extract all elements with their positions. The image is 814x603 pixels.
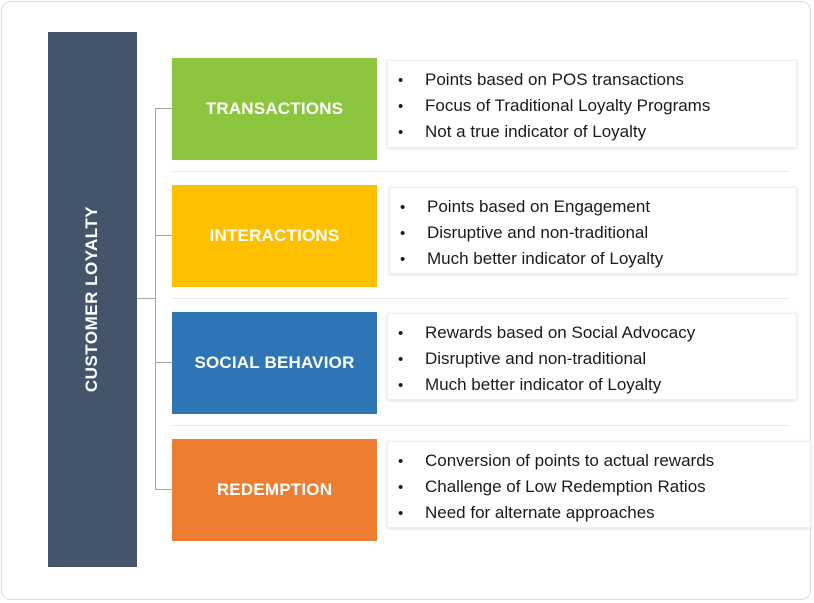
bullet-icon: • (398, 72, 404, 89)
spine-stub-connector (137, 298, 155, 299)
list-item: • Points based on Engagement (400, 194, 786, 220)
category-label-transactions: TRANSACTIONS (205, 99, 344, 118)
category-box-transactions: TRANSACTIONS (172, 58, 377, 160)
branch-connector-redemption (155, 489, 172, 490)
bullet-icon: • (398, 453, 404, 470)
description-box-social-behavior: • Rewards based on Social Advocacy • Disru… (387, 313, 797, 400)
bullet-list-redemption: •Conversion of points to actual rewards … (398, 448, 800, 526)
list-item: • Much better indicator of Loyalty (400, 246, 786, 272)
bullet-text: Points based on POS transactions (425, 70, 684, 89)
list-item: • Conversion of points to actual rewards (398, 448, 800, 474)
bullet-text: Disruptive and non-traditional (425, 349, 647, 368)
bullet-list-interactions: • Points based on Engagement • Disruptive … (400, 194, 786, 272)
list-item: • Focus of Traditional Loyalty Programs (398, 93, 786, 119)
list-item: • Not a true indicator of Loyalty (398, 119, 786, 145)
bullet-text: Much better indicator of Loyalty (425, 375, 662, 394)
bullet-icon: • (398, 325, 404, 342)
customer-loyalty-spine (48, 32, 137, 567)
bullet-text: Focus of Traditional Loyalty Programs (425, 96, 711, 115)
bullet-text: Points based on Engagement (427, 197, 651, 216)
bullet-icon: • (398, 351, 404, 368)
bullet-list-transactions: • Points based on POS transactions • Focus… (398, 67, 786, 145)
bullet-text: Much better indicator of Loyalty (427, 249, 664, 268)
bullet-text: Need for alternate approaches (425, 503, 655, 522)
list-item: • Disruptive and non-traditional (398, 346, 786, 372)
bullet-text: Challenge of Low Redemption Ratios (425, 477, 706, 496)
bullet-icon: • (398, 124, 404, 141)
branch-connector-interactions (155, 235, 172, 236)
category-box-interactions: INTERACTIONS (172, 185, 377, 287)
bullet-list-social-behavior: • Rewards based on Social Advocacy • Disru… (398, 320, 786, 398)
category-label-redemption: REDEMPTION (216, 480, 333, 499)
customer-loyalty-label: CUSTOMER LOYALTY (82, 205, 101, 393)
list-item: • Much better indicator of Loyalty (398, 372, 786, 398)
bullet-icon: • (398, 98, 404, 115)
description-box-redemption: •Conversion of points to actual rewards … (387, 441, 811, 528)
bullet-icon: • (400, 251, 406, 268)
description-box-transactions: • Points based on POS transactions • Focus… (387, 60, 797, 148)
list-item: • Rewards based on Social Advocacy (398, 320, 786, 346)
bullet-icon: • (398, 377, 404, 394)
bullet-icon: • (398, 505, 404, 522)
list-item: • Need for alternate approaches (398, 500, 800, 526)
bullet-text: Rewards based on Social Advocacy (425, 323, 696, 342)
vertical-connector (155, 108, 156, 490)
category-label-social-behavior: SOCIAL BEHAVIOR (194, 353, 355, 372)
description-box-interactions: • Points based on Engagement • Disruptive … (389, 187, 797, 274)
bullet-text: Conversion of points to actual rewards (425, 451, 715, 470)
row-separator (172, 171, 790, 172)
list-item: • Points based on POS transactions (398, 67, 786, 93)
list-item: • Challenge of Low Redemption Ratios (398, 474, 800, 500)
bullet-text: Not a true indicator of Loyalty (425, 122, 647, 141)
category-label-interactions: INTERACTIONS (209, 226, 340, 245)
row-separator (172, 298, 790, 299)
bullet-text: Disruptive and non-traditional (427, 223, 649, 242)
bullet-icon: • (400, 225, 406, 242)
category-box-redemption: REDEMPTION (172, 439, 377, 541)
bullet-icon: • (398, 479, 404, 496)
row-separator (172, 425, 790, 426)
list-item: • Disruptive and non-traditional (400, 220, 786, 246)
bullet-icon: • (400, 199, 406, 216)
category-box-social-behavior: SOCIAL BEHAVIOR (172, 312, 377, 414)
branch-connector-social-behavior (155, 362, 172, 363)
branch-connector-transactions (155, 108, 172, 109)
